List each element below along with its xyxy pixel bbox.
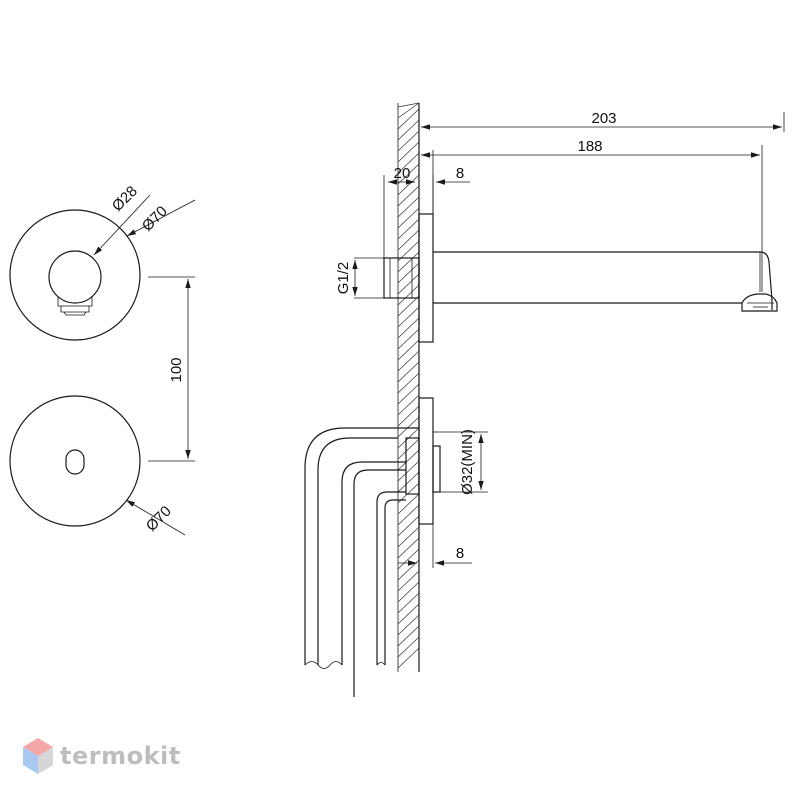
front-view-spout-plate: Ø28 Ø70 xyxy=(9,183,196,341)
hatch-line xyxy=(397,339,420,361)
dim-plate-diameter-bottom: Ø70 xyxy=(143,503,175,535)
dim-center-distance-group: 100 xyxy=(148,276,195,462)
dim-conduit-group: Ø32(MIN) xyxy=(433,429,488,495)
sensor-window xyxy=(65,449,85,475)
hatch-line xyxy=(397,295,420,317)
hatch-line xyxy=(397,273,420,295)
hatch-line xyxy=(397,207,420,229)
hatch-line xyxy=(397,317,420,339)
hatch-line xyxy=(397,515,420,537)
thread-connector xyxy=(383,257,420,299)
spout-flange xyxy=(418,213,434,343)
sensor-cover-plate xyxy=(9,395,141,527)
hatch-line xyxy=(397,102,420,108)
sensor-box xyxy=(405,437,420,495)
dim-plate-diameter-top: Ø70 xyxy=(139,203,171,235)
cable-conduit xyxy=(304,427,419,697)
dim-total-length: 203 xyxy=(591,110,616,127)
hatch-line xyxy=(397,471,420,493)
hatch-line xyxy=(397,361,420,383)
front-view-sensor-plate: Ø70 xyxy=(9,395,186,536)
dim-wall-depth: 20 xyxy=(394,165,411,182)
dim-spout-length-group: 188 xyxy=(421,138,763,292)
spout-cover-plate xyxy=(9,209,141,341)
hatch-line xyxy=(397,218,420,240)
hatch-line xyxy=(397,460,420,482)
hatch-line xyxy=(397,581,420,603)
hatch-line xyxy=(397,394,420,416)
leader-plate-bottom xyxy=(125,499,186,536)
dim-thread: G1/2 xyxy=(335,262,352,295)
dim-spout-length: 188 xyxy=(577,138,602,155)
dim-flange-bottom-group: 8 xyxy=(398,524,472,568)
hatch-line xyxy=(397,570,420,592)
hatch-line xyxy=(397,416,420,438)
hatch-line xyxy=(397,196,420,218)
hatch-line xyxy=(397,449,420,471)
hatch-line xyxy=(397,603,420,625)
dim-flange-thickness-top: 8 xyxy=(456,165,464,182)
hatch-line xyxy=(397,537,420,559)
hatch-line xyxy=(397,636,420,658)
sensor-lens xyxy=(432,445,441,493)
dim-total-length-group: 203 xyxy=(418,103,785,132)
hatch-line xyxy=(397,262,420,284)
hatch-line xyxy=(397,229,420,251)
spout-outlet-circle xyxy=(48,250,102,304)
hatch-line xyxy=(397,130,420,152)
hatch-line xyxy=(397,405,420,427)
hatch-line xyxy=(397,372,420,394)
hatch-line xyxy=(397,119,420,141)
dim-flange-thickness-bottom: 8 xyxy=(456,545,464,562)
hatch-line xyxy=(397,438,420,460)
hatch-line xyxy=(397,526,420,548)
sensor-flange xyxy=(418,397,434,525)
hatch-line xyxy=(397,383,420,405)
watermark: termokit xyxy=(23,738,181,774)
hatch-line xyxy=(397,625,420,647)
wall-section xyxy=(397,102,420,672)
hatch-line xyxy=(397,141,420,163)
spout-body xyxy=(433,251,778,312)
hatch-line xyxy=(397,614,420,636)
hatch-line xyxy=(397,185,420,207)
watermark-brand: termokit xyxy=(60,742,181,770)
leader-sensor xyxy=(93,194,151,256)
hatch-line xyxy=(397,251,420,273)
dim-thread-group: G1/2 xyxy=(335,257,384,299)
dim-wall-depth-group: 20 8 xyxy=(383,165,470,258)
hatch-line xyxy=(397,504,420,526)
wall-hatching xyxy=(397,102,420,669)
hatch-line xyxy=(397,174,420,196)
hatch-line xyxy=(397,152,420,174)
hatch-line xyxy=(397,328,420,350)
dim-center-distance: 100 xyxy=(168,357,185,382)
outlet-nozzle xyxy=(57,296,93,307)
hatch-line xyxy=(397,350,420,372)
spout-aerator xyxy=(741,293,778,312)
hatch-line xyxy=(397,592,420,614)
hatch-line xyxy=(397,102,420,119)
hatch-line xyxy=(397,548,420,570)
hatch-line xyxy=(397,306,420,328)
hatch-line xyxy=(397,284,420,306)
hatch-line xyxy=(397,493,420,515)
leader-plate-top xyxy=(126,199,196,237)
hatch-line xyxy=(397,108,420,130)
hexagon-cube-icon xyxy=(23,738,53,774)
dim-conduit-min-diameter: Ø32(MIN) xyxy=(459,429,476,495)
hatch-line xyxy=(397,647,420,669)
